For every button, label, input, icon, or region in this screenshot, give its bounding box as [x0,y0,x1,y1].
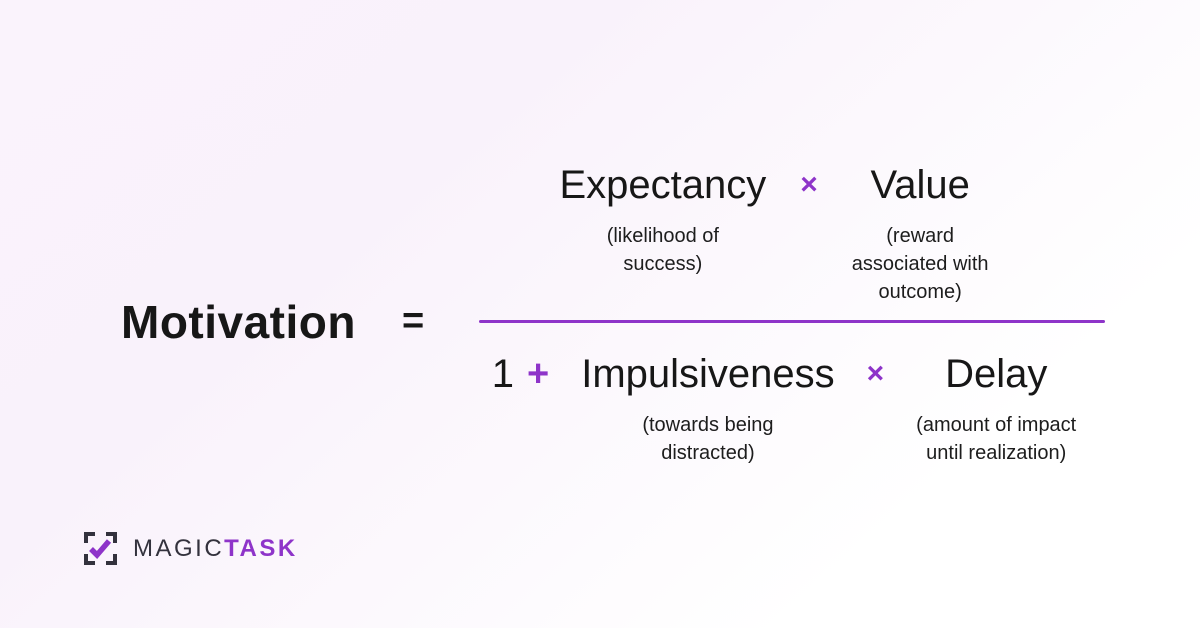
logo-wordmark: MAGICTASK [133,535,298,563]
logo-word-task: TASK [224,534,298,562]
term-delay: Delay (amount of impact until realizatio… [916,350,1076,467]
term-impulsiveness: Impulsiveness (towards being distracted) [581,350,834,467]
equals-sign: = [402,300,425,342]
delay-label: Delay [945,352,1048,396]
expectancy-caption: (likelihood of success) [606,225,719,275]
impulsiveness-caption: (towards being distracted) [642,414,774,464]
term-expectancy: Expectancy (likelihood of success) [559,161,766,278]
fraction-bar [479,320,1105,323]
plus-icon: + [527,353,550,395]
equation-lhs-motivation: Motivation [121,296,356,348]
constant-plus-group: 1 + [492,350,549,398]
delay-caption: (amount of impact until realization) [916,414,1077,464]
value-caption: (reward associated with outcome) [851,225,989,303]
value-label: Value [870,163,970,207]
term-value: Value (reward associated with outcome) [852,161,989,306]
magictask-logo: MAGICTASK [82,530,298,567]
logo-word-magic: MAGIC [133,534,225,562]
constant-one: 1 [491,352,514,396]
denominator-row: 1 + Impulsiveness (towards being distrac… [471,350,1097,467]
numerator-multiply-icon: × [800,168,818,201]
expectancy-label: Expectancy [559,163,767,207]
denominator-multiply-icon: × [866,357,885,390]
impulsiveness-label: Impulsiveness [581,352,835,396]
checkbox-viewfinder-icon [82,530,119,567]
numerator-row: Expectancy (likelihood of success) × Val… [461,161,1087,306]
